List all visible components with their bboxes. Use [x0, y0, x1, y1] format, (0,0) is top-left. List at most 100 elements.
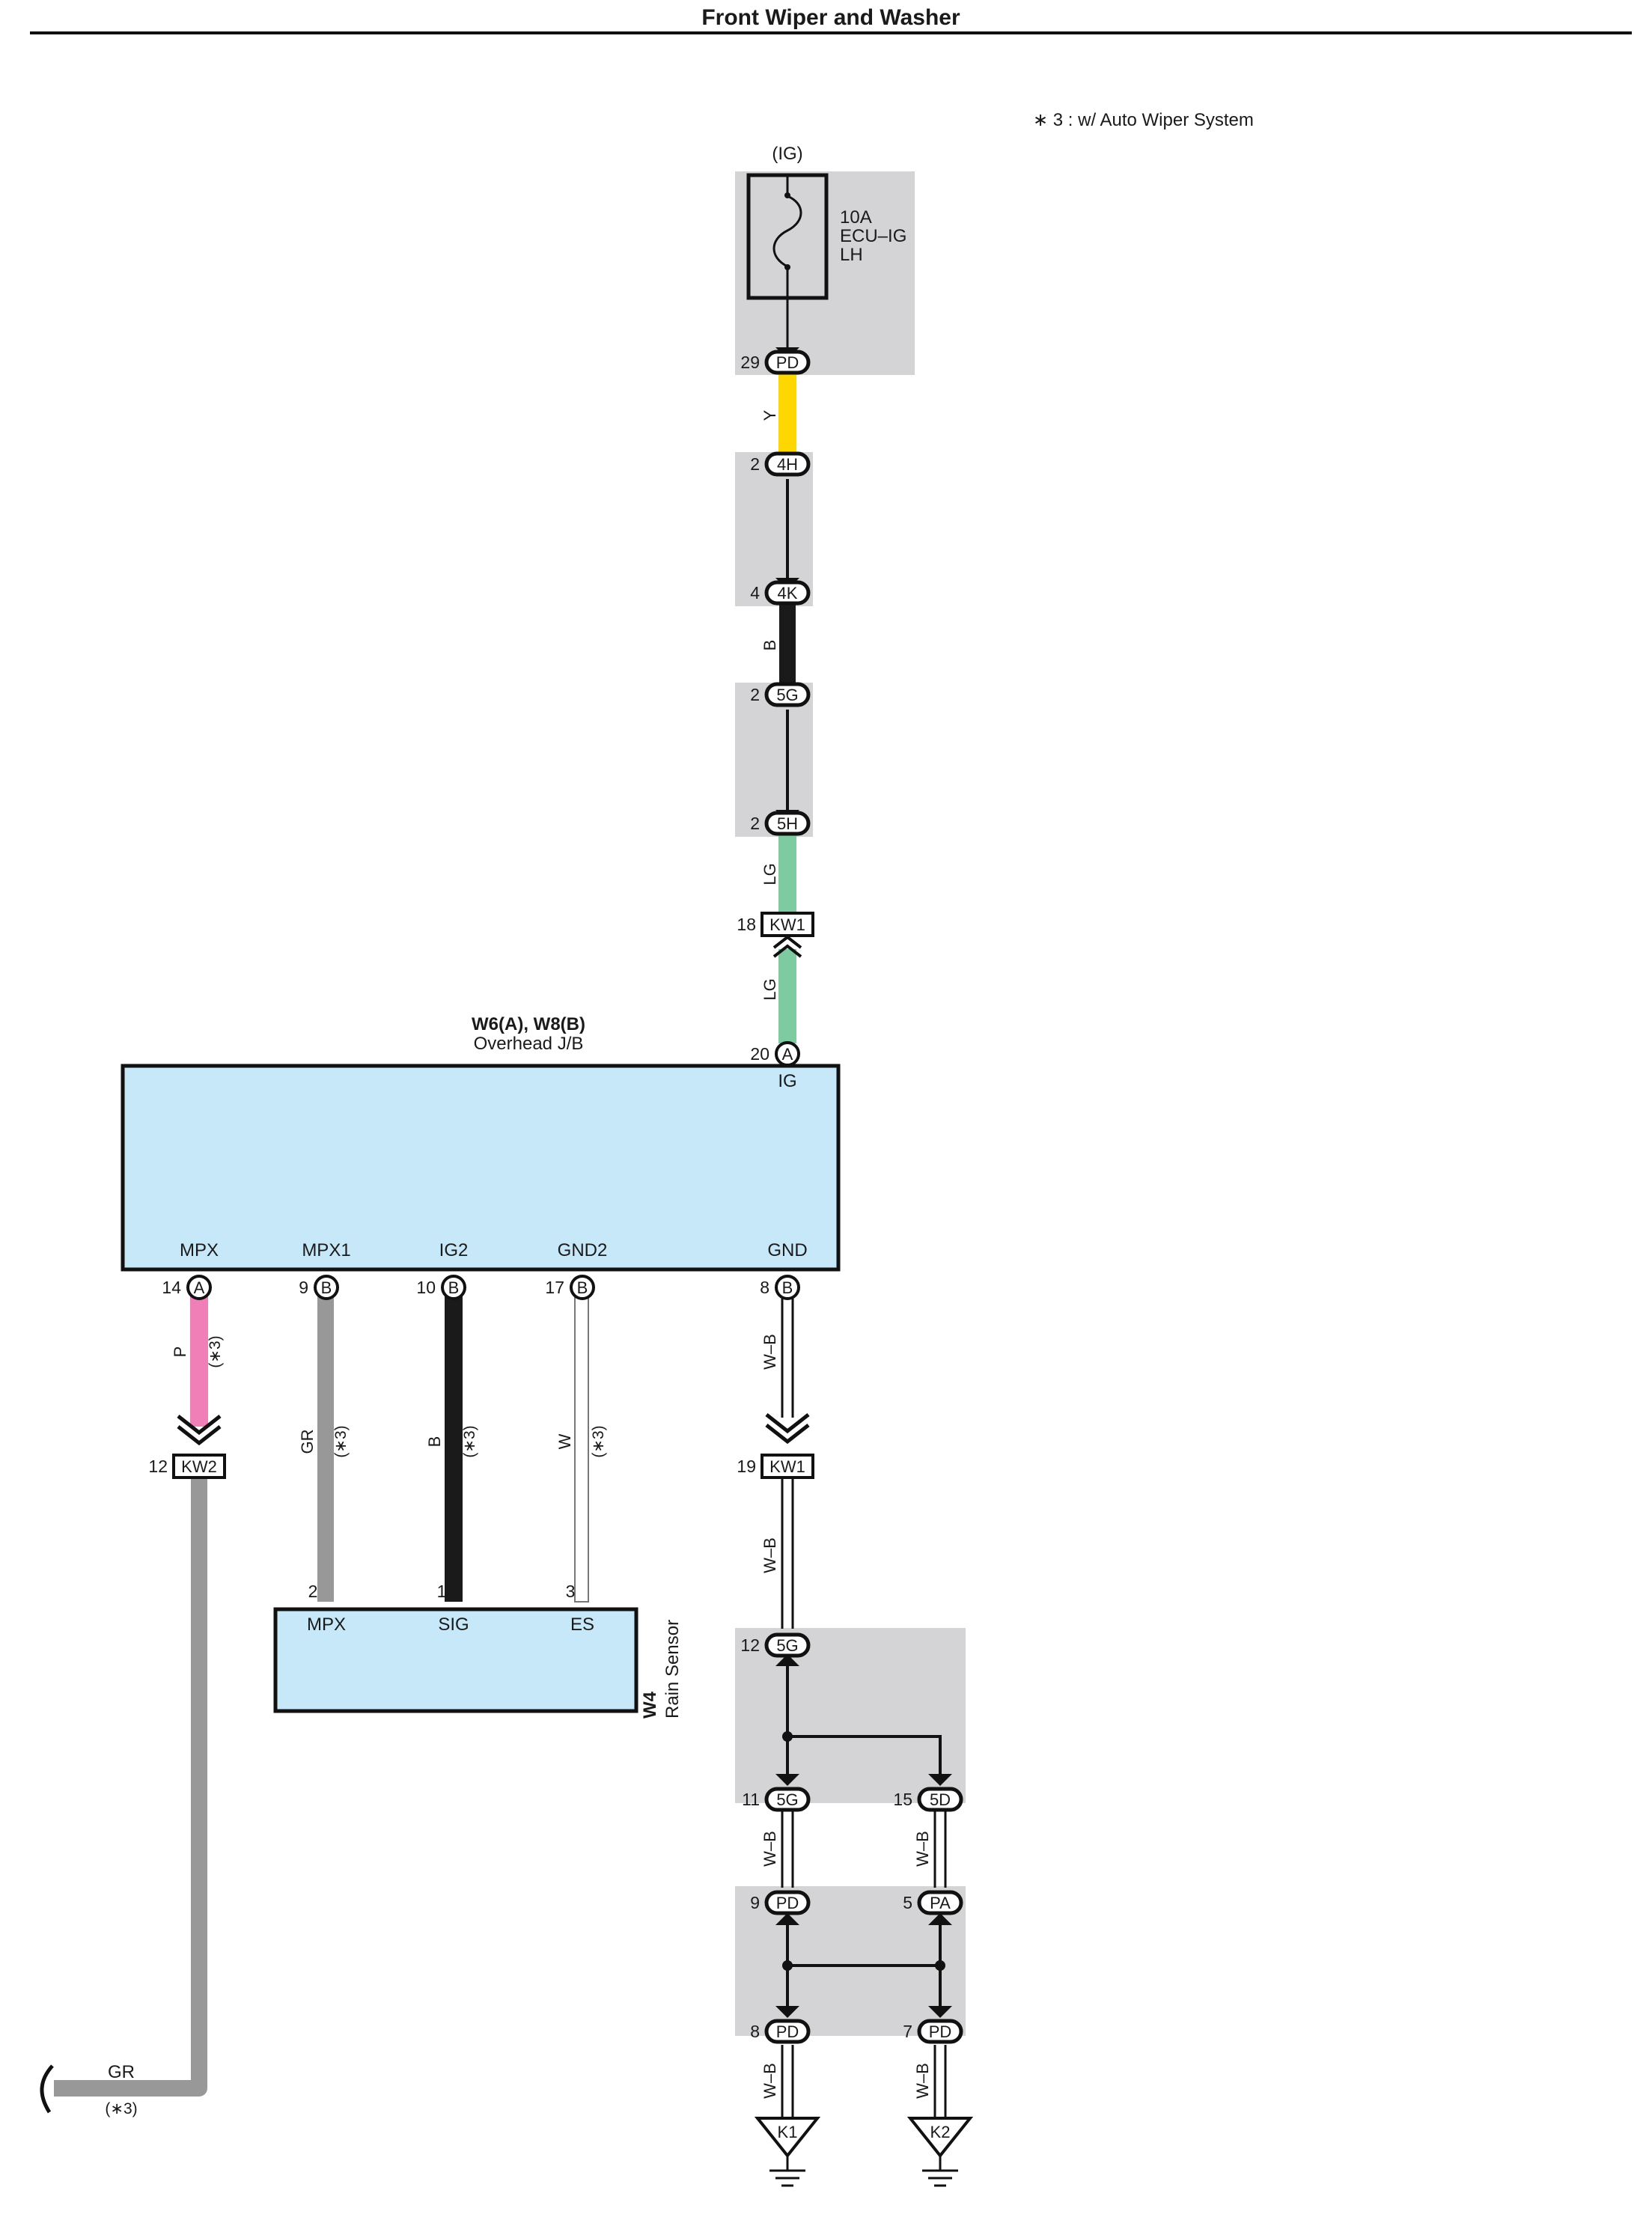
wire-label-wb-2: W–B [761, 1537, 779, 1573]
rain-sensor-pin-2: 2 [308, 1582, 318, 1601]
wire-p [190, 1293, 208, 1427]
jb-terminal-mpx1: MPX1 [302, 1240, 350, 1260]
svg-text:8: 8 [750, 2022, 760, 2041]
svg-text:17: 17 [545, 1278, 564, 1297]
connector-b-9: B 9 [299, 1275, 339, 1300]
svg-text:PD: PD [776, 2022, 799, 2041]
connector-b-8: B 8 [760, 1275, 800, 1300]
connector-5d-15: 5D 15 [893, 1787, 963, 1812]
connector-a-14: A 14 [162, 1275, 212, 1300]
svg-text:B: B [321, 1278, 332, 1297]
svg-text:7: 7 [903, 2022, 912, 2041]
svg-text:KW1: KW1 [769, 1457, 805, 1476]
overhead-jb-box [121, 1064, 841, 1272]
splice-internal-lines [786, 1657, 942, 2016]
connector-5g-11: 5G 11 [742, 1787, 811, 1812]
svg-text:PD: PD [776, 353, 799, 372]
svg-text:PA: PA [930, 1894, 951, 1912]
fuse-name: ECU–IG [840, 226, 906, 246]
jb-name: Overhead J/B [474, 1034, 584, 1054]
svg-text:PD: PD [929, 2022, 952, 2041]
connector-pa-5: PA 5 [903, 1890, 963, 1915]
connector-pd-9: PD 9 [750, 1890, 811, 1915]
option-note-gr: (∗3) [332, 1425, 350, 1457]
svg-text:KW1: KW1 [769, 915, 805, 934]
wire-label-wb-6: W–B [913, 2063, 932, 2099]
connector-pd-29: PD 29 [740, 350, 811, 375]
wire-gr-kw2 [54, 1475, 207, 2097]
rain-sensor-terminal-mpx: MPX [307, 1614, 346, 1635]
splice-5g-5d-bg [735, 1628, 966, 1803]
svg-text:5G: 5G [776, 1790, 798, 1809]
wire-label-y: Y [761, 409, 779, 421]
wire-label-lg-upper: LG [761, 863, 779, 885]
svg-text:5H: 5H [777, 814, 798, 833]
svg-text:9: 9 [750, 1893, 760, 1912]
rain-sensor-name: Rain Sensor [662, 1620, 683, 1719]
jb-terminal-gnd: GND [767, 1240, 807, 1260]
svg-text:2: 2 [750, 814, 760, 833]
wire-b-black [779, 603, 796, 684]
fuse-rating: 10A [840, 207, 872, 228]
wire-label-w: W [555, 1433, 574, 1449]
connector-b-17: B 17 [545, 1275, 595, 1300]
svg-text:20: 20 [750, 1044, 769, 1064]
connector-5g-12: 5G 12 [740, 1632, 811, 1658]
connector-pd-8: PD 8 [750, 2019, 811, 2044]
wire-label-lg-lower: LG [761, 978, 779, 1000]
svg-text:29: 29 [740, 353, 760, 372]
wire-lg-lower [778, 949, 796, 1043]
wire-label-p: P [171, 1347, 189, 1358]
svg-text:KW2: KW2 [181, 1457, 217, 1476]
svg-text:15: 15 [893, 1790, 912, 1809]
wire-wb-double [781, 1293, 947, 2118]
wire-lg-upper [778, 834, 796, 913]
wire-label-gr: GR [298, 1430, 317, 1454]
svg-text:A: A [194, 1278, 205, 1297]
wire-label-gr-bottom: GR [108, 2062, 135, 2082]
svg-text:14: 14 [162, 1278, 181, 1297]
connector-4k-4: 4K 4 [750, 580, 811, 606]
svg-text:11: 11 [742, 1790, 760, 1809]
diagram-title: Front Wiper and Washer [701, 5, 960, 30]
connector-4h-2: 4H 2 [750, 451, 811, 477]
wire-y [778, 373, 796, 455]
wire-break-icon [40, 2064, 54, 2114]
svg-text:4H: 4H [777, 455, 798, 474]
connector-a-20: A 20 [750, 1041, 800, 1067]
connector-5h-2: 5H 2 [750, 811, 811, 836]
wire-label-wb-1: W–B [761, 1334, 779, 1370]
rain-sensor-box [273, 1607, 638, 1713]
rain-sensor-terminal-sig: SIG [438, 1614, 469, 1635]
svg-text:PD: PD [776, 1894, 799, 1912]
footnote-auto-wiper: ∗ 3 : w/ Auto Wiper System [1033, 110, 1254, 130]
jb-terminal-gnd2: GND2 [558, 1240, 608, 1260]
rain-sensor-terminal-es: ES [570, 1614, 594, 1635]
svg-text:K1: K1 [778, 2123, 798, 2141]
ground-k1-icon: K1 [754, 2117, 821, 2187]
wire-b-ig2 [445, 1293, 463, 1602]
svg-text:12: 12 [148, 1457, 168, 1476]
svg-text:2: 2 [750, 685, 760, 704]
fuse-name-lh: LH [840, 245, 863, 265]
svg-text:5: 5 [903, 1893, 912, 1912]
svg-text:5G: 5G [776, 1636, 798, 1655]
jb-reference: W6(A), W8(B) [472, 1014, 585, 1034]
arrow-icons-bottom [177, 1413, 952, 2018]
fuse-icon [772, 175, 802, 298]
option-note-w: (∗3) [590, 1425, 607, 1457]
option-note-gr-bottom: (∗3) [105, 2100, 137, 2117]
wire-label-wb-3: W–B [761, 1831, 779, 1867]
power-source-ig: (IG) [772, 144, 802, 164]
wire-label-wb-4: W–B [913, 1831, 932, 1867]
connector-pd-7: PD 7 [903, 2019, 963, 2044]
svg-text:B: B [448, 1278, 460, 1297]
wire-label-b: B [761, 640, 779, 651]
svg-text:4K: 4K [778, 584, 798, 603]
svg-text:K2: K2 [930, 2123, 951, 2141]
rain-sensor-reference: W4 [640, 1691, 660, 1719]
svg-text:5D: 5D [930, 1790, 951, 1809]
connector-kw1-18: KW1 18 [737, 912, 814, 937]
rain-sensor-pin-3: 3 [566, 1582, 576, 1601]
splice-5g-5h-bg [735, 683, 813, 837]
